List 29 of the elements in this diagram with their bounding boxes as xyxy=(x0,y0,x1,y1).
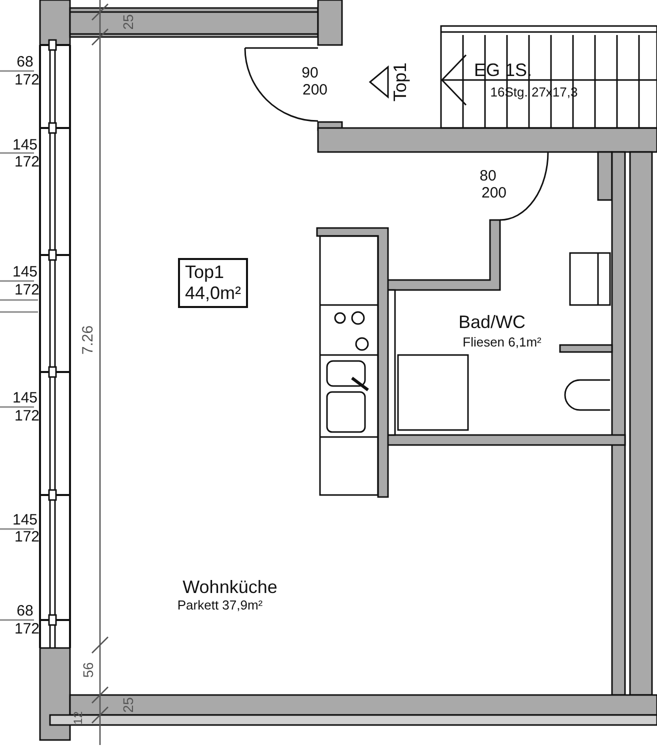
room-name: Wohnküche xyxy=(182,578,278,596)
dimension-label: 7.26 xyxy=(80,325,96,355)
unit-name: Top1 xyxy=(185,263,226,282)
unit-area: 44,0m² xyxy=(185,284,242,303)
window-height: 172 xyxy=(14,282,40,298)
window-width: 145 xyxy=(12,390,38,406)
door-height: 200 xyxy=(481,186,507,200)
room-area: Fliesen 6,1m² xyxy=(462,336,542,348)
window-width: 145 xyxy=(12,264,38,280)
window-width: 68 xyxy=(16,54,34,70)
door-width: 80 xyxy=(480,168,496,184)
dimension-label: 25 xyxy=(121,697,135,713)
window-width: 145 xyxy=(12,138,38,152)
room-area: Parkett 37,9m² xyxy=(177,598,263,612)
door-width: 90 xyxy=(302,66,318,80)
window-height: 172 xyxy=(14,408,40,424)
room-name: Bad/WC xyxy=(458,313,526,331)
unit-label: Top1 xyxy=(391,62,409,102)
window-width: 145 xyxy=(12,512,38,528)
window-height: 172 xyxy=(14,622,40,636)
window-height: 172 xyxy=(14,72,40,88)
window-height: 172 xyxy=(14,530,40,544)
window-width: 68 xyxy=(16,604,34,618)
window-height: 172 xyxy=(14,154,40,170)
dimension-label: 25 xyxy=(121,14,135,30)
area-label-box xyxy=(178,258,248,308)
door-height: 200 xyxy=(302,82,328,98)
dimension-label: 56 xyxy=(81,662,95,678)
dimension-label: 12 xyxy=(72,711,84,725)
